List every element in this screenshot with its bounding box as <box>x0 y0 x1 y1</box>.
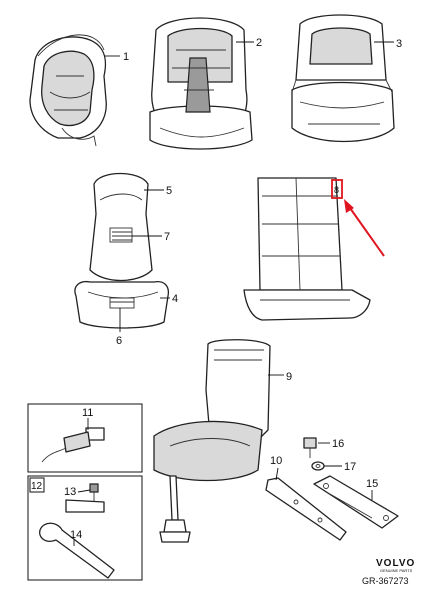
volvo-tagline: GENUINE PARTS <box>380 568 413 573</box>
callout-9: 9 <box>286 371 292 383</box>
reference-number: GR-367273 <box>362 576 409 586</box>
callout-8: 8 <box>334 185 339 195</box>
red-arrow-head-icon <box>344 199 354 213</box>
booster-seat-part-3 <box>291 14 395 143</box>
seat-cushion-cover-part-4 <box>74 280 170 329</box>
red-arrow-icon <box>349 207 385 257</box>
callout-5: 5 <box>166 185 172 197</box>
callout-13: 13 <box>64 486 76 498</box>
callout-12: 12 <box>31 481 43 492</box>
isofix-base-part-9 <box>153 339 271 543</box>
callout-6: 6 <box>116 335 122 347</box>
bolt-part-16 <box>303 437 317 458</box>
backrest-cover-part-5 <box>89 172 153 282</box>
callout-15: 15 <box>366 478 378 490</box>
tool-part-14 <box>39 522 115 579</box>
callout-16: 16 <box>332 438 344 450</box>
box-part-11 <box>27 403 143 473</box>
screw-part-13 <box>65 483 105 513</box>
box-part-12 <box>27 475 143 581</box>
callout-4: 4 <box>172 293 178 305</box>
callout-2: 2 <box>256 37 262 49</box>
part-8-highlight <box>331 179 343 199</box>
callout-14: 14 <box>70 529 82 541</box>
callout-3: 3 <box>396 38 402 50</box>
callout-17: 17 <box>344 461 356 473</box>
washer-part-17 <box>311 461 325 471</box>
plate-part-15 <box>313 475 399 529</box>
volvo-logo: VOLVO <box>376 558 415 569</box>
seat-protector-part-8 <box>243 177 371 321</box>
callout-11: 11 <box>82 407 93 419</box>
callout-1: 1 <box>123 51 129 63</box>
connector-part-11 <box>41 427 105 463</box>
callout-10: 10 <box>270 455 282 467</box>
toddler-seat-part-2 <box>149 17 253 150</box>
box-12-label-frame <box>29 477 45 493</box>
callout-7: 7 <box>164 231 170 243</box>
infant-carrier-part-1 <box>29 34 107 147</box>
